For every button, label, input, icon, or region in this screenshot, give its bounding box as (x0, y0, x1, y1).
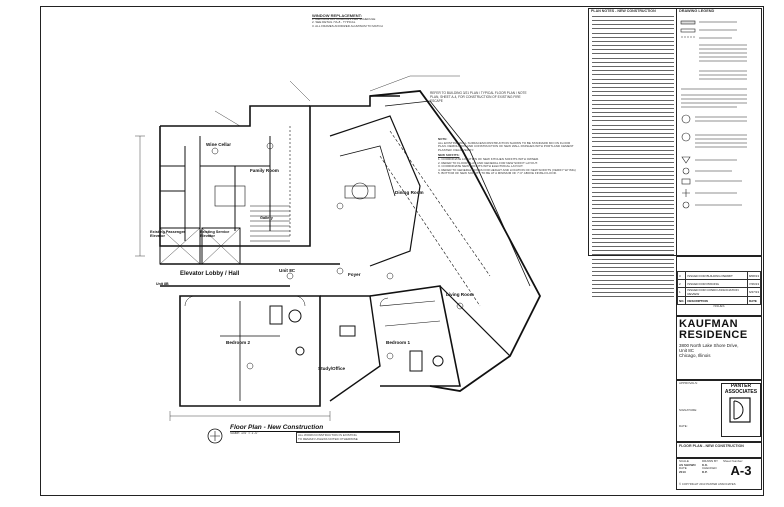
rev-no: 1 (676, 287, 687, 297)
drawing-legend-panel: DRAWING LEGEND (676, 8, 762, 256)
room-label-unit-8b: Unit 8B (156, 282, 169, 286)
legend-title: DRAWING LEGEND (679, 9, 715, 13)
center-notes: NOTE: ALL EXISTING WALL SURFACES/CONSTRU… (438, 137, 578, 176)
revision-block: 3 ISSUED FOR BUILDING PERMIT 8/08/13 2 I… (676, 256, 762, 316)
room-label-service-elevator: Existing Service Elevator (200, 230, 230, 238)
room-label-bedroom-1: Bedroom 1 (386, 340, 410, 345)
signature-label: SIGNATURE: (679, 408, 698, 412)
plan-subnote-box: ALL WORK/CONSTRUCTION IS EXISTING TO REM… (296, 432, 400, 444)
room-label-passenger-elevator: Existing Passenger Elevator (150, 230, 186, 238)
plan-title-block: Floor Plan - New Construction Scale: 1/4… (230, 424, 400, 436)
legend-symbols (680, 20, 747, 208)
window-replacement-block: WINDOW REPLACEMENT: 1. REPLACE ALL WINDO… (312, 14, 392, 28)
sheet-info-box: SCALE AS SHOWN DATE 2013 DRAWN BY K.K. C… (676, 458, 762, 490)
firm-logo-mark (729, 397, 751, 423)
project-title-block: KAUFMAN RESIDENCE 3800 North Lake Shore … (676, 316, 762, 380)
fire-escape-note: REFER TO BUILDING 3/21 PLAN / TYPICAL FL… (430, 91, 527, 103)
copyright: © COPYRIGHT 2013 PANTER ASSOCIATES (679, 482, 736, 486)
checked-label: CHECKED (702, 466, 717, 471)
approvals-label: APPROVALS: (679, 381, 698, 385)
revision-row: 1 ISSUED FOR CONDO ASSOCIATION REVIEW 6/… (676, 287, 762, 297)
plan-title: Floor Plan - New Construction (230, 424, 400, 432)
center-note-text: ALL EXISTING WALL SURFACES/CONSTRUCTION … (438, 140, 574, 152)
checked-value: D.P. (702, 469, 708, 474)
room-label-elevator-lobby: Elevator Lobby / Hall (180, 271, 240, 277)
room-label-bedroom-2: Bedroom 2 (226, 340, 250, 345)
rev-date: 6/27/13 (746, 287, 762, 297)
room-label-unit-8c: Unit 8C (279, 268, 296, 273)
revision-row: 3 ISSUED FOR BUILDING PERMIT 8/08/13 (676, 271, 762, 280)
rev-no: 2 (676, 279, 687, 288)
floor-plan-drawing (135, 75, 542, 444)
date-field-label: DATE: (679, 424, 688, 428)
sheet-number-label: Sheet Number: (723, 459, 744, 463)
firm-name: PANTER ASSOCIATES (724, 383, 758, 395)
project-name: KAUFMAN RESIDENCE (679, 318, 748, 341)
center-note-title: NOTE: (438, 137, 448, 141)
soffit-note: 2. REFER TO FLOOR PLAN AND GENERAL FOR N… (438, 160, 538, 165)
project-address-3: Chicago, Illinois (679, 353, 711, 358)
firm-logo: PANTER ASSOCIATES (721, 383, 761, 437)
soffit-note: 4. REFER TO GENERAL NOTES FOR HEIGHT AND… (438, 167, 576, 172)
drawn-value: K.K. (702, 462, 708, 467)
rev-date: 7/26/13 (746, 279, 762, 288)
project-address-1: 3800 North Lake Shore Drive, (679, 343, 739, 348)
room-label-wine: Wine Cellar (206, 142, 231, 147)
soffit-note: 5. BOTTOM OF NEW SOFFITS TO BE AT A MINI… (438, 171, 557, 176)
rev-header-no: NO. (676, 296, 687, 305)
plan-notes-lines (589, 15, 677, 300)
room-label-study: Study/Office (318, 366, 346, 371)
drawn-label: DRAWN BY (702, 459, 719, 463)
room-label-foyer: Foyer (348, 272, 361, 277)
rev-desc: ISSUED FOR BUILDING PERMIT (685, 271, 748, 280)
soffit-title: NEW SOFFITS: (438, 153, 460, 158)
room-label-gallery: Gallery (260, 216, 273, 220)
sheet-title: FLOOR PLAN - NEW CONSTRUCTION (679, 444, 744, 448)
plan-subnote-1: ALL WORK/CONSTRUCTION IS EXISTING (298, 433, 357, 437)
sheet-title-box: FLOOR PLAN - NEW CONSTRUCTION (676, 442, 762, 458)
room-label-dining: Dining Room (395, 190, 424, 195)
sheet-number: A-3 (730, 462, 752, 478)
rev-date: 8/08/13 (746, 271, 762, 280)
project-address-2: Unit 8C (679, 348, 695, 353)
date-label: DATE (679, 466, 687, 471)
drawing-sheet (40, 6, 764, 496)
date-value: 2013 (679, 469, 686, 474)
revision-row: 2 ISSUED FOR PRICING 7/26/13 (676, 279, 762, 288)
room-label-living: Living Room (446, 292, 474, 297)
revision-footer: ISSUES (713, 304, 725, 308)
revision-table: 3 ISSUED FOR BUILDING PERMIT 8/08/13 2 I… (676, 271, 762, 305)
window-note: 1. REPLACE ALL WINDOWS PER SCHEDULE (312, 16, 376, 21)
plan-subnote-2: TO REMAIN UNLESS NOTED OTHERWISE (298, 436, 358, 441)
window-note: 3. ALL FRAMES ANODIZED ALUMINUM TO MATCH (312, 23, 383, 28)
window-note: 2. SEE DETAIL 7/A-8 - TYPICAL (312, 20, 356, 25)
rev-desc: ISSUED FOR PRICING (685, 279, 748, 288)
rev-desc: ISSUED FOR CONDO ASSOCIATION REVIEW (685, 287, 748, 297)
scale-cell: SCALE AS SHOWN DATE 2013 (679, 459, 701, 474)
room-label-family: Family Room (250, 168, 279, 173)
scale-label: SCALE (679, 459, 689, 463)
rev-no: 3 (676, 271, 687, 280)
scale-value: AS SHOWN (679, 462, 696, 467)
sheet-number-cell: Sheet Number: A-3 (723, 459, 759, 478)
window-replacement-title: WINDOW REPLACEMENT: (312, 13, 362, 18)
soffit-note: 1. COORDINATE LOCATION OF NEW KITCHEN SO… (438, 156, 540, 161)
plan-notes-title: PLAN NOTES - NEW CONSTRUCTION (591, 9, 656, 13)
rev-header-date: DATE (746, 296, 762, 305)
firm-block: APPROVALS: PANTER ASSOCIATES SIGNATURE: … (676, 380, 762, 442)
plan-scale: Scale: 1/4" = 1'-0" (230, 431, 259, 435)
drawn-cell: DRAWN BY K.K. CHECKED D.P. (702, 459, 722, 474)
revision-header-row: NO. DESCRIPTION DATE (676, 296, 762, 305)
soffit-note: 3. COORDINATE NEW SOFFITS WITH ELECTRICA… (438, 164, 524, 169)
plan-notes-panel: PLAN NOTES - NEW CONSTRUCTION (588, 8, 678, 298)
